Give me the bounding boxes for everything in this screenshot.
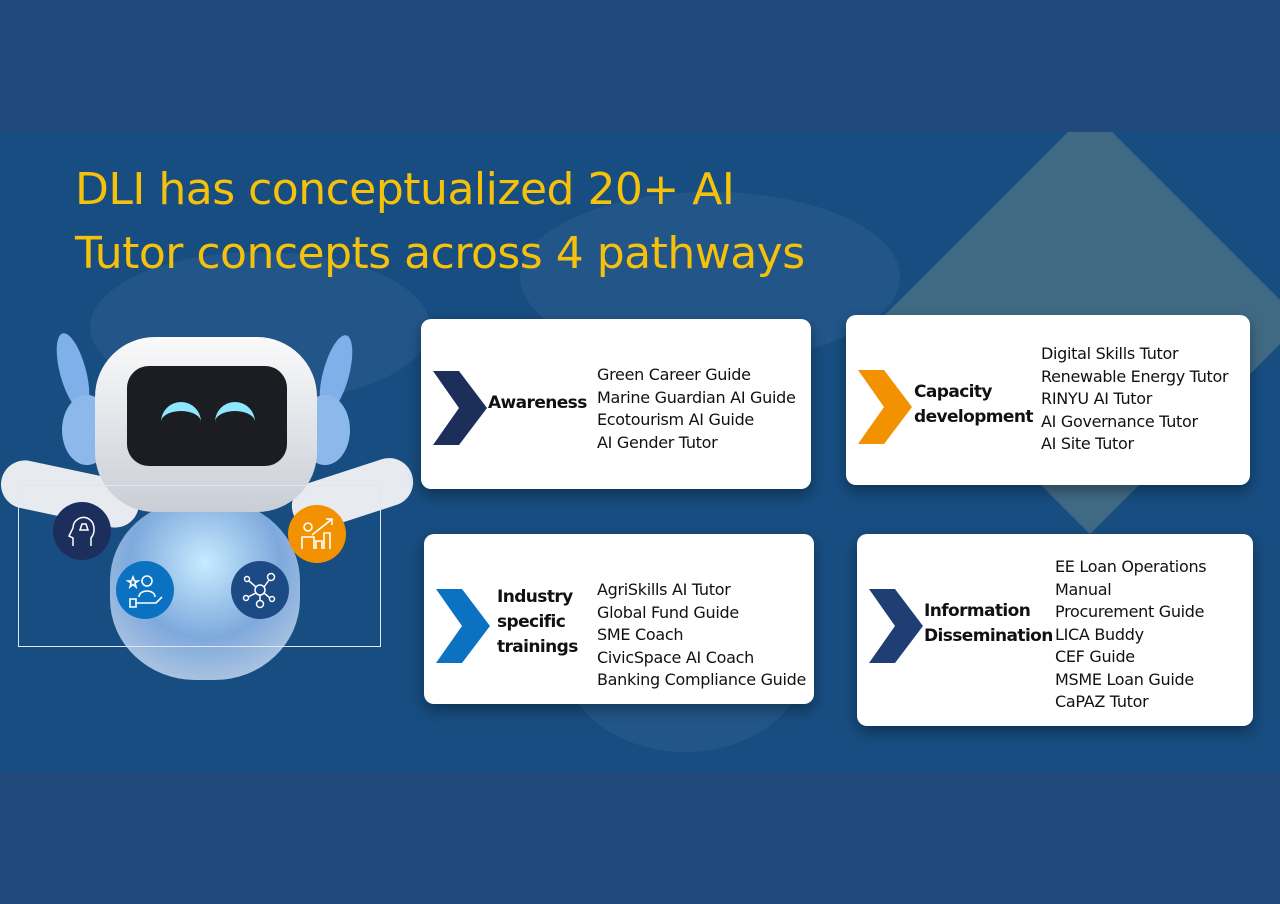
chevron-icon <box>436 589 490 663</box>
tutor-item: Ecotourism AI Guide <box>597 410 754 429</box>
tutor-item: CivicSpace AI Coach <box>597 647 754 667</box>
tutor-item: Renewable Energy Tutor <box>1041 366 1229 386</box>
page-title: DLI has conceptualized 20+ AI Tutor conc… <box>75 158 805 286</box>
network-people-icon <box>231 561 289 619</box>
robot-eye <box>215 402 255 442</box>
tutor-item: Digital Skills Tutor <box>1041 344 1179 363</box>
tutor-item: Procurement Guide <box>1055 602 1205 621</box>
top-band <box>0 0 1280 132</box>
tutor-item: AgriSkills AI Tutor <box>597 580 731 599</box>
tutor-item: SME Coach <box>597 625 684 644</box>
pathway-items: AgriSkills AI Tutor Global Fund Guide SM… <box>597 579 806 692</box>
title-line-2: Tutor concepts across 4 pathways <box>75 228 805 279</box>
tutor-item: AI Site Tutor <box>1041 434 1134 453</box>
pathway-items: EE Loan Operations Manual Procurement Gu… <box>1055 556 1207 714</box>
pathway-items: Digital Skills Tutor Renewable Energy Tu… <box>1041 343 1229 456</box>
icon-frame <box>18 485 381 647</box>
tutor-item: Manual <box>1055 579 1112 599</box>
head-bell-icon <box>53 502 111 560</box>
tutor-item: LICA Buddy <box>1055 624 1144 644</box>
tutor-item: EE Loan Operations <box>1055 557 1207 576</box>
robot-screen <box>127 366 287 466</box>
tutor-item: CaPAZ Tutor <box>1055 692 1149 711</box>
chevron-icon <box>433 371 487 445</box>
tutor-item: CEF Guide <box>1055 647 1135 666</box>
robot-eye <box>161 402 201 442</box>
tutor-item: Global Fund Guide <box>597 602 739 622</box>
person-star-icon <box>116 561 174 619</box>
tutor-item: AI Governance Tutor <box>1041 411 1198 431</box>
chevron-icon <box>869 589 923 663</box>
tutor-item: RINYU AI Tutor <box>1041 389 1153 408</box>
bottom-band <box>0 772 1280 904</box>
tutor-item: Marine Guardian AI Guide <box>597 387 796 407</box>
pathway-name: Awareness <box>488 393 587 413</box>
tutor-item: Banking Compliance Guide <box>597 670 807 689</box>
chevron-icon <box>858 370 912 444</box>
tutor-item: MSME Loan Guide <box>1055 669 1194 689</box>
tutor-item: AI Gender Tutor <box>597 432 718 452</box>
tutor-item: Green Career Guide <box>597 365 751 384</box>
pathway-card-awareness: Awareness Green Career Guide Marine Guar… <box>421 319 811 489</box>
title-line-1: DLI has conceptualized 20+ AI <box>75 164 735 215</box>
pathway-items: Green Career Guide Marine Guardian AI Gu… <box>597 364 796 454</box>
growth-chart-icon <box>288 505 346 563</box>
